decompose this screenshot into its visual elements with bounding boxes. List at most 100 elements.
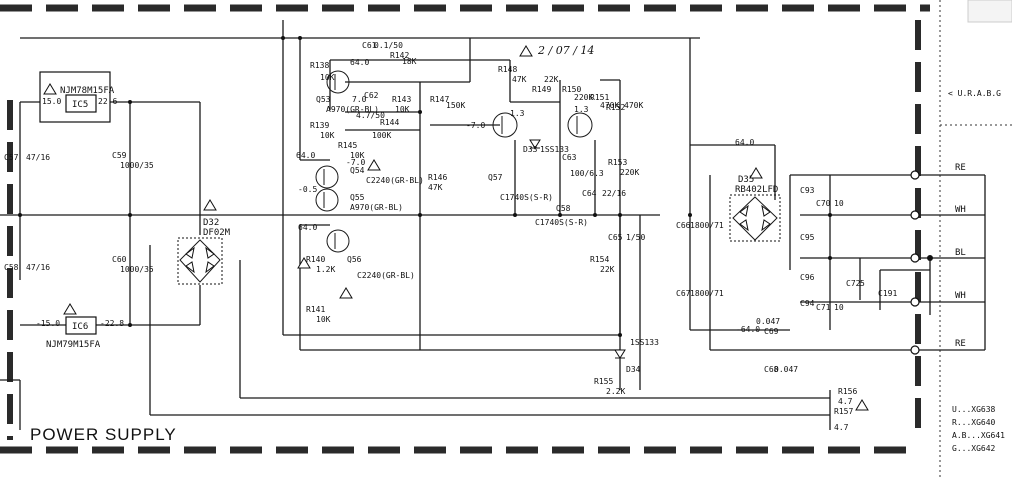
- connector-label-re-1: RE: [955, 163, 966, 173]
- c64-value: 22/16: [602, 189, 626, 198]
- c65-ref: C65: [608, 233, 623, 242]
- r144-ref: R144: [380, 118, 399, 127]
- c67-value: 1800/71: [690, 289, 724, 298]
- d35-ref: D35: [738, 175, 754, 185]
- r149-value: 22K: [544, 75, 559, 84]
- c94-ref: C94: [800, 299, 815, 308]
- c93-ref: C93: [800, 186, 815, 195]
- q54-part: C2240(GR-BL): [366, 176, 424, 185]
- page-title: POWER SUPPLY: [30, 425, 177, 444]
- r145-ref: R145: [338, 141, 357, 150]
- r142-ref: R142: [390, 51, 409, 60]
- r142-value: 18K: [402, 57, 417, 66]
- model-legend-ab: A.B...XG641: [952, 431, 1005, 440]
- r151-value: 470K: [600, 101, 619, 110]
- d34-ref: D34: [626, 365, 641, 374]
- ic6-ref: IC6: [72, 322, 88, 332]
- r148-ref: R148: [498, 65, 517, 74]
- voltage-64-lower: 64.0: [298, 223, 317, 232]
- q55-ref: Q55: [350, 193, 365, 202]
- voltage-64-q53: 64.0: [350, 58, 369, 67]
- r144-value: 100K: [372, 131, 391, 140]
- ic5-vin: 15.0: [42, 97, 61, 106]
- r138-ref: R138: [310, 61, 329, 70]
- c70-value: 10: [834, 199, 844, 208]
- connector-label-wh-2: WH: [955, 291, 966, 301]
- region-code: < U.R.A.B.G: [948, 89, 1001, 98]
- voltage-neg64: -64.0: [736, 325, 760, 334]
- c64-ref: C64: [582, 189, 597, 198]
- c69-value: 0.047: [756, 317, 780, 326]
- r141-value: 10K: [316, 315, 331, 324]
- scan-artifact: [967, 0, 1012, 23]
- c62-value: 4.7/50: [356, 111, 385, 120]
- c67-ref: C67: [676, 289, 691, 298]
- voltage-neg05: -0.5: [298, 185, 317, 194]
- c68-ref: C68: [764, 365, 779, 374]
- model-legend-r: R...XG640: [952, 418, 996, 427]
- r155-ref: R155: [594, 377, 613, 386]
- resistor-labels: R138 10K R139 10K R140 1.2K R141 10K R14…: [306, 51, 857, 432]
- r150-value: 220K: [574, 93, 593, 102]
- c60-value: 1000/35: [120, 265, 154, 274]
- c58-ref: C58: [4, 263, 19, 272]
- transistor-q57: Q57 C1740S(S-R): [488, 112, 553, 202]
- model-legend-u: U...XG638: [952, 405, 996, 414]
- ic6-vin: -15.0: [36, 319, 60, 328]
- q57-ref: Q57: [488, 173, 503, 182]
- q54-ref: Q54: [350, 166, 365, 175]
- r155-value: 2.2K: [606, 387, 625, 396]
- c61-value: 0.1/50: [374, 41, 403, 50]
- c70-ref: C70: [816, 199, 831, 208]
- ic5-vout: 22.6: [98, 97, 117, 106]
- ic6: IC6 NJM79M15FA -15.0 -22.8: [36, 303, 124, 350]
- c63-value: 100/6.3: [570, 169, 604, 178]
- c59-ref: C59: [112, 151, 127, 160]
- q53-part: A970(GR-BL): [326, 105, 379, 114]
- c95-ref: C95: [800, 233, 815, 242]
- r153-ref: R153: [608, 158, 627, 167]
- transistor-q53: Q53 A970(GR-BL): [316, 70, 379, 114]
- d32-ref: D32: [203, 218, 219, 228]
- voltage-neg7-q54: -7.0: [346, 158, 365, 167]
- r139-value: 10K: [320, 131, 335, 140]
- r152-value: 470K: [624, 101, 643, 110]
- c191-ref: C191: [878, 289, 897, 298]
- r139-ref: R139: [310, 121, 329, 130]
- r157-ref: R157: [834, 407, 853, 416]
- c57-value: 47/16: [26, 153, 50, 162]
- model-legend-g: G...XG642: [952, 444, 996, 453]
- model-legend: U...XG638 R...XG640 A.B...XG641 G...XG64…: [952, 405, 1005, 453]
- r156-ref: R156: [838, 387, 857, 396]
- r147-value: 150K: [446, 101, 465, 110]
- c59-value: 1000/35: [120, 161, 154, 170]
- output-connector: RE WH BL WH RE: [910, 163, 966, 355]
- q56-ref: Q56: [347, 255, 362, 264]
- r145-value: 10K: [350, 151, 365, 160]
- voltage-64-left: 64.0: [296, 151, 315, 160]
- d33-ref: D33: [523, 145, 538, 154]
- c68-value: 0.047: [774, 365, 798, 374]
- bridge-d35: D35 RB402LFD: [729, 167, 781, 242]
- q58-part: C1740S(S-R): [535, 218, 588, 227]
- r151-ref: R151: [590, 93, 609, 102]
- c71-ref: C71: [816, 303, 831, 312]
- c96-ref: C96: [800, 273, 815, 282]
- wires: [0, 20, 986, 430]
- r146-ref: R146: [428, 173, 447, 182]
- connector-label-re-2: RE: [955, 339, 966, 349]
- voltage-neg7-q57: -7.0: [466, 121, 485, 130]
- c63-ref: C63: [562, 153, 577, 162]
- capacitor-labels: C57 47/16 C58 47/16 C59 1000/35 C60 1000…: [4, 41, 897, 374]
- transistor-q58: Q58 C1740S(S-R): [535, 112, 593, 227]
- q55-part: A970(GR-BL): [350, 203, 403, 212]
- ic6-vout: -22.8: [100, 319, 124, 328]
- r152-ref: R152: [606, 103, 625, 112]
- connector-label-wh-1: WH: [955, 205, 966, 215]
- r141-ref: R141: [306, 305, 325, 314]
- d33-part: 1SS133: [540, 145, 569, 154]
- r156-value: 4.7: [838, 397, 853, 406]
- ic6-part: NJM79M15FA: [46, 340, 101, 350]
- c66-value: 1800/71: [690, 221, 724, 230]
- diode-d34: D34 1SS133: [614, 338, 659, 374]
